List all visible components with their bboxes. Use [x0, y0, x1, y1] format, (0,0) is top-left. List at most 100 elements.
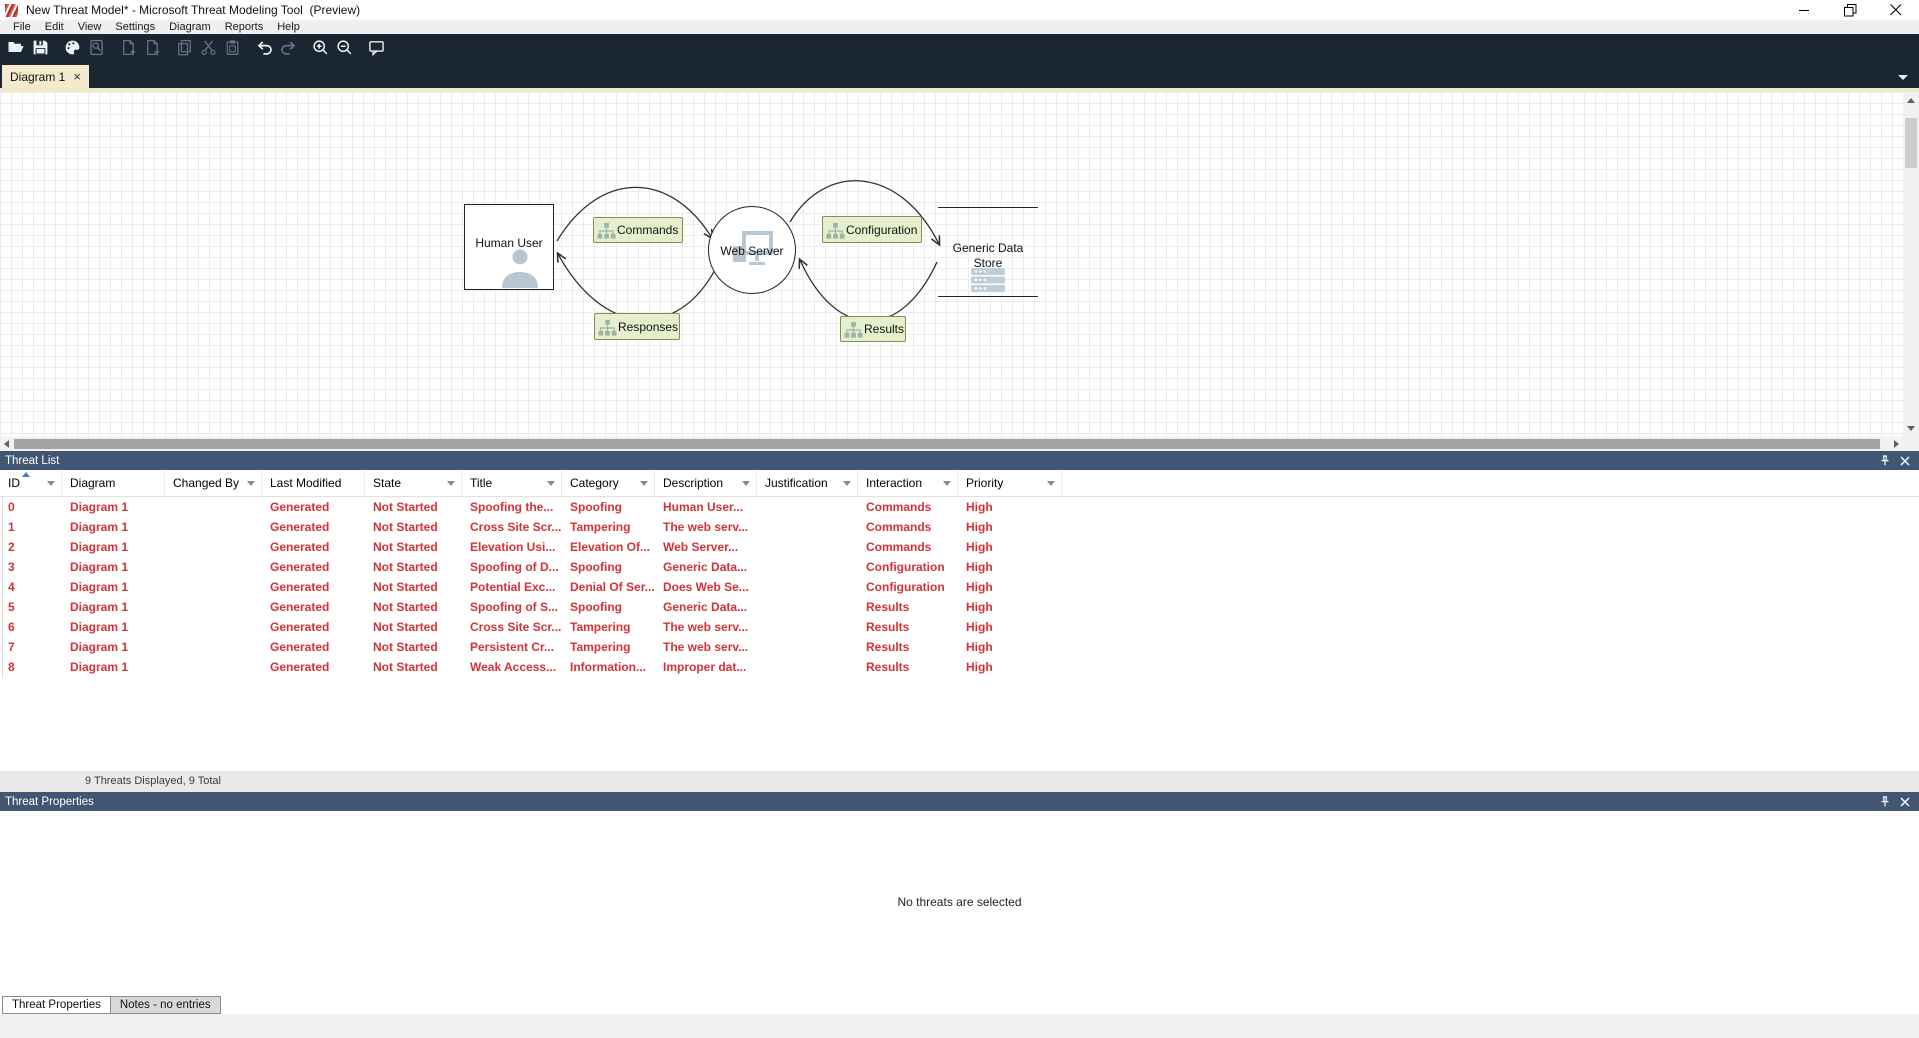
- column-header-title[interactable]: Title: [462, 470, 562, 496]
- scroll-right-icon[interactable]: [1894, 440, 1899, 448]
- search-document-icon: [89, 39, 103, 55]
- tab-list-dropdown-icon[interactable]: [1898, 75, 1908, 80]
- table-cell: Diagram 1: [70, 560, 129, 574]
- vertical-scroll-thumb[interactable]: [1905, 118, 1917, 168]
- zoom-in-button[interactable]: [308, 35, 332, 59]
- flow-label-text: Results: [864, 322, 905, 336]
- copy-button[interactable]: [172, 35, 196, 59]
- table-cell: Human User...: [663, 500, 744, 514]
- panel-title: Threat List: [5, 454, 60, 467]
- column-header-description[interactable]: Description: [655, 470, 757, 496]
- pin-icon[interactable]: [1877, 453, 1893, 469]
- report-palette-button[interactable]: [60, 35, 84, 59]
- filter-dropdown-icon[interactable]: [742, 481, 750, 486]
- undo-icon: [257, 40, 272, 55]
- search-document-button[interactable]: [84, 35, 108, 59]
- tab-diagram-1[interactable]: Diagram 1 ×: [2, 65, 89, 88]
- column-label: Priority: [966, 476, 1004, 490]
- table-cell: Improper dat...: [663, 660, 747, 674]
- column-header-diagram[interactable]: Diagram: [62, 470, 165, 496]
- save-button[interactable]: [28, 35, 52, 59]
- filter-dropdown-icon[interactable]: [943, 481, 951, 486]
- zoom-out-button[interactable]: [332, 35, 356, 59]
- flow-label-configuration[interactable]: Configuration: [822, 216, 922, 243]
- filter-dropdown-icon[interactable]: [843, 481, 851, 486]
- paste-button[interactable]: [220, 35, 244, 59]
- filter-dropdown-icon[interactable]: [247, 481, 255, 486]
- column-header-category[interactable]: Category: [562, 470, 655, 496]
- close-panel-icon[interactable]: [1897, 794, 1913, 810]
- scroll-up-icon[interactable]: [1907, 98, 1915, 103]
- filter-dropdown-icon[interactable]: [1047, 481, 1055, 486]
- filter-dropdown-icon[interactable]: [547, 481, 555, 486]
- scroll-down-icon[interactable]: [1907, 426, 1915, 431]
- menu-item-help[interactable]: Help: [277, 21, 300, 33]
- canvas-horizontal-scrollbar[interactable]: [0, 437, 1919, 451]
- menu-item-settings[interactable]: Settings: [115, 21, 156, 33]
- filter-dropdown-icon[interactable]: [447, 481, 455, 486]
- column-header-interaction[interactable]: Interaction: [858, 470, 958, 496]
- flow-label-results[interactable]: Results: [840, 316, 906, 342]
- tab-threat-properties[interactable]: Threat Properties: [2, 996, 111, 1014]
- scroll-left-icon[interactable]: [4, 440, 9, 448]
- tab-notes[interactable]: Notes - no entries: [110, 996, 221, 1014]
- table-cell: The web serv...: [663, 620, 749, 634]
- remove-diagram-button[interactable]: [140, 35, 164, 59]
- table-cell: Diagram 1: [70, 640, 129, 654]
- horizontal-scroll-thumb[interactable]: [14, 439, 1880, 449]
- menu-item-edit[interactable]: Edit: [44, 21, 64, 33]
- table-cell: Generated: [270, 600, 330, 614]
- restore-button[interactable]: [1827, 0, 1873, 20]
- node-web-server[interactable]: Web Server: [708, 206, 796, 294]
- pin-icon[interactable]: [1877, 794, 1893, 810]
- column-header-priority[interactable]: Priority: [958, 470, 1062, 496]
- minimize-button[interactable]: [1781, 0, 1827, 20]
- column-label: Justification: [765, 476, 828, 490]
- canvas-vertical-scrollbar[interactable]: [1903, 92, 1919, 437]
- column-label: Description: [663, 476, 724, 490]
- cut-button[interactable]: [196, 35, 220, 59]
- redo-button[interactable]: [276, 35, 300, 59]
- column-label: Category: [570, 476, 619, 490]
- undo-button[interactable]: [252, 35, 276, 59]
- table-cell: Generated: [270, 500, 330, 514]
- close-panel-icon[interactable]: [1897, 453, 1913, 469]
- title-bar: New Threat Model* - Microsoft Threat Mod…: [0, 0, 1919, 20]
- table-cell: Spoofing: [570, 560, 622, 574]
- flow-label-responses[interactable]: Responses: [594, 313, 680, 340]
- diagram-canvas[interactable]: Human User Web Server Generic Data Store…: [0, 92, 1919, 437]
- column-header-changed-by[interactable]: Changed By: [165, 470, 262, 496]
- close-button[interactable]: [1873, 0, 1919, 20]
- filter-dropdown-icon[interactable]: [640, 481, 648, 486]
- column-header-id[interactable]: ID: [0, 470, 62, 496]
- menu-item-reports[interactable]: Reports: [224, 21, 264, 33]
- tab-close-icon[interactable]: ×: [73, 68, 81, 84]
- add-diagram-button[interactable]: [116, 35, 140, 59]
- column-header-state[interactable]: State: [365, 470, 462, 496]
- node-generic-data-store[interactable]: Generic Data Store: [938, 207, 1038, 297]
- feedback-button[interactable]: [364, 35, 388, 59]
- table-cell: Not Started: [373, 640, 438, 654]
- column-header-justification[interactable]: Justification: [757, 470, 858, 496]
- open-file-button[interactable]: [4, 35, 28, 59]
- table-cell: Commands: [866, 540, 932, 554]
- menu-item-file[interactable]: File: [13, 21, 31, 33]
- table-cell: [757, 657, 858, 677]
- menu-item-diagram[interactable]: Diagram: [169, 21, 211, 33]
- filter-dropdown-icon[interactable]: [47, 481, 55, 486]
- table-cell: [757, 597, 858, 617]
- menu-item-view[interactable]: View: [77, 21, 102, 33]
- node-human-user[interactable]: Human User: [464, 204, 554, 290]
- column-header-last-modified[interactable]: Last Modified: [262, 470, 365, 496]
- flow-label-commands[interactable]: Commands: [593, 217, 683, 243]
